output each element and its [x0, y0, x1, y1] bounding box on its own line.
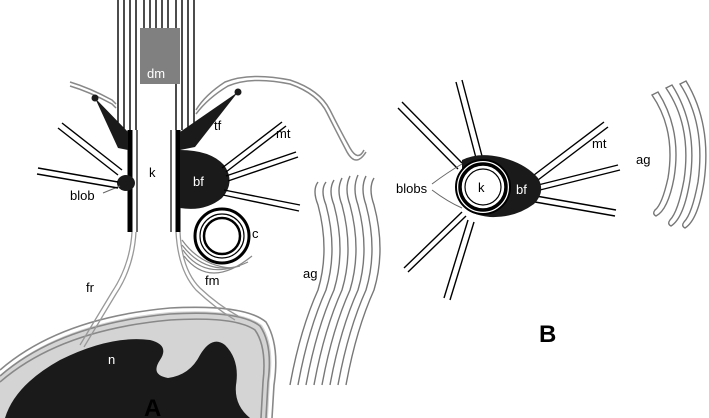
microtubules-mt-b — [397, 79, 621, 301]
label-n: n — [108, 352, 115, 367]
label-dm: dm — [147, 66, 165, 81]
label-c: c — [252, 226, 259, 241]
nucleus-envelope-2 — [0, 312, 271, 418]
basal-foot-bf — [180, 150, 230, 209]
fibers-fr — [79, 231, 239, 348]
kinetosome-k — [127, 130, 181, 232]
panel-b-letter: B — [539, 321, 556, 348]
microtubules-mt-right — [221, 121, 301, 212]
label-mt: mt — [276, 126, 291, 141]
accessory-bands-ag — [289, 174, 381, 386]
label-bf-b: bf — [516, 182, 527, 197]
microtubules-mt-left — [36, 122, 123, 189]
label-blob: blob — [70, 188, 95, 203]
nucleus — [0, 306, 277, 418]
label-fm: fm — [205, 273, 219, 288]
panel-b: mt ag blobs k bf B — [396, 79, 707, 348]
label-k: k — [149, 165, 156, 180]
label-ag: ag — [303, 266, 317, 281]
kinetosome-k-b — [455, 159, 511, 215]
nucleus-envelope-3 — [0, 318, 265, 418]
cell-membrane-left — [69, 81, 117, 105]
centriole-c — [193, 207, 251, 265]
heterochromatin — [5, 339, 250, 418]
label-fr: fr — [86, 280, 95, 295]
label-mt-b: mt — [592, 136, 607, 151]
transition-fibers-tf — [91, 88, 242, 150]
flagellum-axoneme — [117, 0, 195, 130]
nucleus-envelope-1 — [0, 306, 277, 418]
panel-a: dm tf mt k bf blob c fm fr ag n A — [0, 0, 381, 418]
blobs-pointers — [431, 163, 463, 209]
panel-a-letter: A — [144, 395, 161, 418]
dense-material-dm — [140, 28, 180, 84]
label-ag-b: ag — [636, 152, 650, 167]
fibrous-material-fm — [181, 239, 253, 274]
label-k-b: k — [478, 180, 485, 195]
label-bf: bf — [193, 174, 204, 189]
blob — [117, 175, 135, 191]
label-blobs-b: blobs — [396, 181, 428, 196]
cell-membrane — [195, 75, 365, 157]
accessory-bands-ag-b — [650, 80, 707, 229]
label-tf: tf — [214, 118, 222, 133]
